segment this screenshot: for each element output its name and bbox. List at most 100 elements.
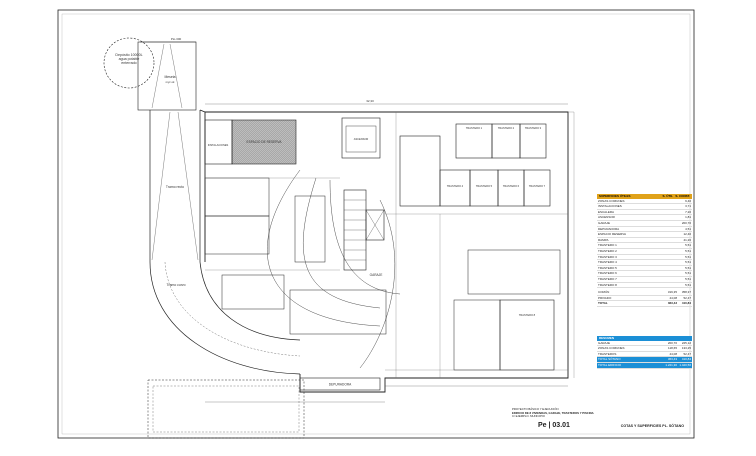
row-value: 52,47 xyxy=(683,351,691,356)
pool-outline xyxy=(147,379,305,439)
reserve-space xyxy=(231,119,297,165)
turning-paths xyxy=(267,169,401,369)
trastero2-label: TRASTERO 2 xyxy=(498,126,515,130)
row-value: 200,70 xyxy=(681,220,691,225)
row-value: 410,84 xyxy=(681,357,691,362)
row-value: 44,08 xyxy=(669,295,677,300)
row-label: TRASTERO 7 xyxy=(598,276,617,281)
tramo-recto-label: Tramo recto xyxy=(166,185,184,189)
table-row: RAMPA 41,26 xyxy=(597,238,692,244)
row-label: TOTAL SÓTANO xyxy=(598,357,621,362)
row-label: GARAJE xyxy=(598,220,611,225)
row-value: 5,51 xyxy=(685,248,691,253)
row-label: TRASTERO 8 xyxy=(598,282,617,287)
title-block: PROYECTO BÁSICO Y EJECUCIÓN EDIFICIO DE … xyxy=(512,407,690,432)
row-label: INSTALACIONES xyxy=(598,204,622,209)
row-label: PRIVADO xyxy=(598,295,612,300)
table-row: INSTALACIONES 3,71 xyxy=(597,204,692,210)
row-value: 410,84 xyxy=(681,301,691,306)
row-label: ESPACIO RESERVA xyxy=(598,232,627,237)
project-line3: C/ EJEMPLO. MUNICIPIO xyxy=(512,414,545,418)
row-value: 358,37 xyxy=(681,290,691,295)
depuradora-label: DEPURADORA xyxy=(329,383,352,387)
row-value: 9,40 xyxy=(685,198,691,203)
project-line1: PROYECTO BÁSICO Y EJECUCIÓN xyxy=(512,407,559,411)
storage-rooms xyxy=(399,123,555,371)
trastero6-label: TRASTERO 6 xyxy=(503,184,520,188)
sheet-border xyxy=(57,9,695,439)
row-label: ZONAS COMUNES xyxy=(598,198,625,203)
table-row: GARAJE 200,70 xyxy=(597,221,692,227)
row-value: 4,51 xyxy=(685,226,691,231)
row-value: 363,43 xyxy=(667,301,677,306)
row-value: 3,71 xyxy=(685,204,691,209)
table-row: PRIVADO 44,08 52,47 xyxy=(597,296,692,302)
row-value: 363,43 xyxy=(667,357,677,362)
depuradora-room xyxy=(299,377,381,391)
row-label: COMÚN xyxy=(598,290,610,295)
row-label: GARAJE xyxy=(598,340,611,345)
water-deposit xyxy=(103,37,197,111)
row-label: DEPURADORA xyxy=(598,226,620,231)
row-label: TRASTERO 6 xyxy=(598,271,617,276)
row-value: 44,08 xyxy=(669,351,677,356)
table-row: ASCENSOR 1,81 xyxy=(597,215,692,221)
installations-room xyxy=(204,119,233,165)
row-value: 1.420,56 xyxy=(679,362,691,367)
installations-label: INSTALACIONES xyxy=(208,143,229,147)
deposit-dim: Pto.300 xyxy=(171,37,182,41)
ramp xyxy=(149,110,301,375)
row-value: 1,81 xyxy=(685,215,691,220)
trastero3-label: TRASTERO 3 xyxy=(525,126,542,130)
table-row: TRASTERO 6 5,51 xyxy=(597,271,692,277)
row-label: ZONAS COMUNES xyxy=(598,346,625,351)
trastero4-label: TRASTERO 4 xyxy=(447,184,464,188)
row-value: 118,65 xyxy=(668,346,677,351)
row-label: TOTAL EDIFICIO xyxy=(598,362,622,367)
sheet-name: COTAS Y SUPERFICIES PL. SÓTANO xyxy=(620,424,684,428)
row-value: 225,12 xyxy=(681,340,691,345)
lift-label: ASCENSOR xyxy=(354,137,369,141)
row-value: 5,51 xyxy=(685,260,691,265)
surface-table: SUPERFICIES ÚTILES S. ÚTIL S. CONST. ZON… xyxy=(597,194,692,307)
garage-label: GARAJE xyxy=(370,273,383,277)
table-row: GARAJE 200,70 225,12 xyxy=(597,341,692,347)
table-row: TRASTERO 3 5,51 xyxy=(597,255,692,261)
trastero7-label: TRASTERO 7 xyxy=(529,184,546,188)
row-value: 5,51 xyxy=(685,254,691,259)
row-value: 133,25 xyxy=(681,346,691,351)
trastero1-label: TRASTERO 1 xyxy=(466,126,483,130)
stair-core xyxy=(341,117,385,271)
dim-top: 32,30 xyxy=(366,99,374,103)
row-label: TRASTERO 5 xyxy=(598,265,617,270)
row-value: 41,26 xyxy=(683,237,691,242)
meseta-slope: myc ok xyxy=(166,80,175,84)
table-row: TOTAL 363,43 410,84 xyxy=(597,301,692,307)
table-row: DEPURADORA 4,51 xyxy=(597,227,692,233)
surface-table-header: SUPERFICIES ÚTILES S. ÚTIL S. CONST. xyxy=(597,194,692,199)
trastero8-label: TRASTERO 8 xyxy=(519,313,536,317)
tramo-curvo-label: Tramo curvo xyxy=(167,283,186,287)
project-line2: EDIFICIO DE 8 VIVIENDAS, GARAJE, TRASTER… xyxy=(512,410,594,415)
table-row: TOTAL SÓTANO 363,43 410,84 xyxy=(597,357,692,363)
trastero5-label: TRASTERO 5 xyxy=(476,184,493,188)
row-value: 52,47 xyxy=(683,295,691,300)
row-value: 7,20 xyxy=(685,209,691,214)
row-label: TRASTERO 3 xyxy=(598,254,617,259)
row-label: TOTAL xyxy=(598,301,608,306)
summary-table-header: RESUMEN xyxy=(597,336,692,341)
row-label: RAMPA xyxy=(598,237,609,242)
row-label: ASCENSOR xyxy=(598,215,615,220)
parking-bays xyxy=(204,177,561,371)
row-value: 200,70 xyxy=(667,340,677,345)
row-value: 5,51 xyxy=(685,271,691,276)
table-row: ZONAS COMUNES 118,65 133,25 xyxy=(597,346,692,352)
